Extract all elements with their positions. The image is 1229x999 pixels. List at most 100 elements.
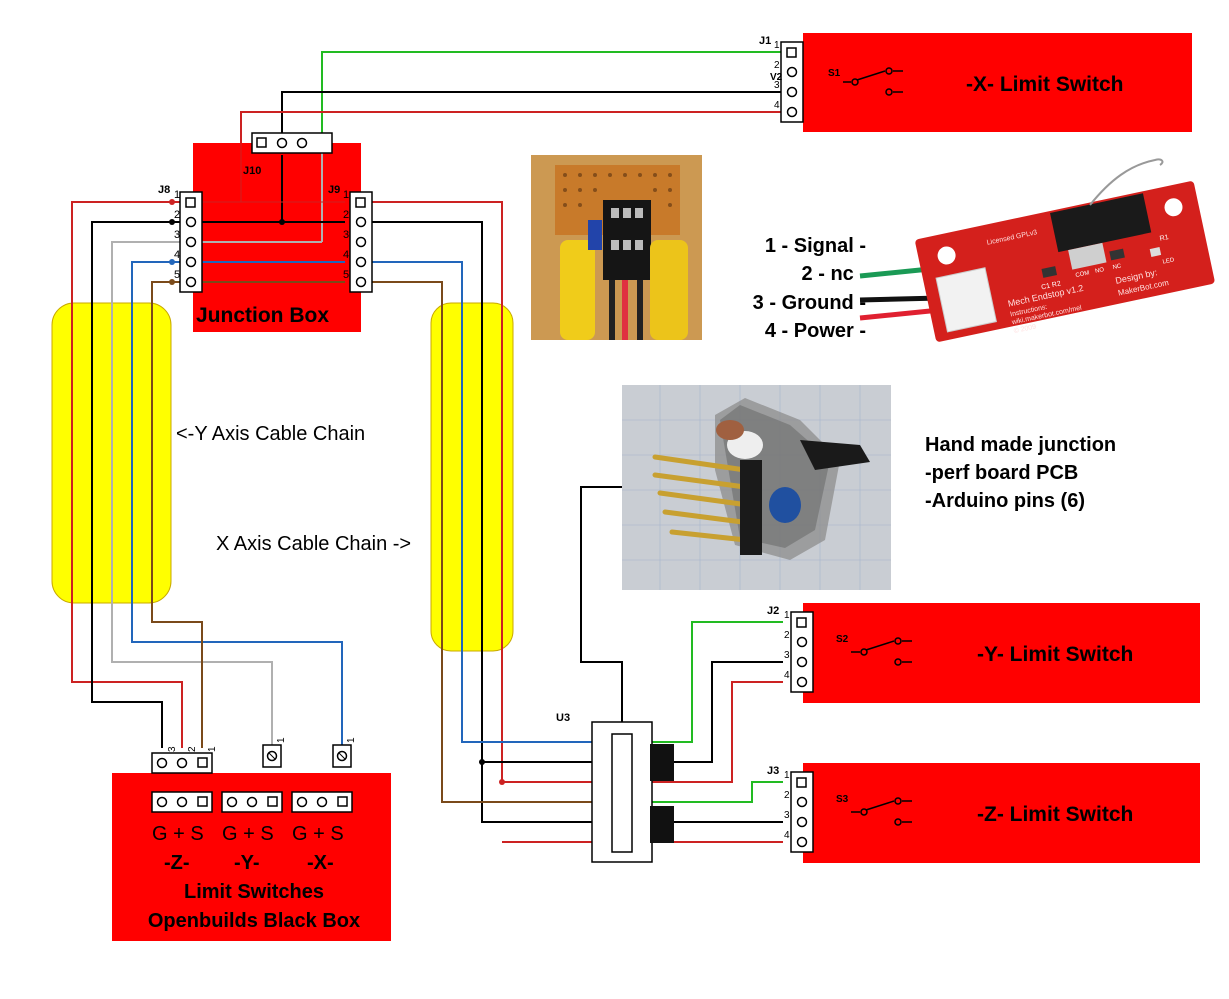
wire-u3-lead	[580, 486, 623, 737]
u3-heatshrink-top	[650, 744, 674, 781]
junction-box-title: Junction Box	[196, 304, 329, 327]
j9-label: J9	[328, 184, 340, 196]
j9-pin-5: 5	[343, 269, 349, 281]
j1-label: J1	[759, 35, 771, 47]
y-switch-board	[803, 603, 1200, 703]
endstop-board-photo: Licensed GPLv3 Mech Endstop v1.2 Design …	[859, 158, 1215, 342]
s1-label: S1	[828, 68, 841, 79]
pinout-nc: 2 - nc -	[802, 263, 866, 285]
j3-pin-2: 2	[784, 790, 790, 801]
j8-connector: J8 1 2 3 4 5	[158, 184, 203, 293]
bb-port-z	[151, 791, 213, 813]
j9-pin-2: 2	[343, 209, 349, 221]
j2-connector: J2 1 2 3 4	[767, 605, 814, 693]
handmade-junction-photo	[622, 385, 891, 590]
bb-axis-x: -X-	[307, 852, 334, 874]
junction-box	[193, 143, 361, 332]
bb-gs-z: G + S	[152, 823, 204, 845]
endstop-text-com: COM	[1075, 270, 1090, 279]
j3-connector: J3 1 2 3 4	[767, 765, 814, 853]
wire-x-black	[360, 221, 612, 823]
bb-axis-z: -Z-	[164, 852, 190, 874]
j2-label: J2	[767, 605, 779, 617]
x-switch-board	[803, 33, 1192, 132]
j1-pin-1: 1	[774, 40, 780, 51]
u3-heatshrink-bottom	[650, 806, 674, 843]
bb-port-x	[291, 791, 353, 813]
j1-pin-3: 3	[774, 80, 780, 91]
handmade-line3: -Arduino pins (6)	[925, 490, 1085, 512]
j3-pin-3: 3	[784, 810, 790, 821]
bb-stub-y: 1	[262, 737, 287, 768]
wire-j2-ground	[642, 661, 783, 763]
wire-j2-signal	[642, 621, 783, 743]
j8-pin-2: 2	[174, 209, 180, 221]
bb-port-y	[221, 791, 283, 813]
x-cable-chain	[430, 302, 514, 652]
wire-j3-signal	[642, 781, 783, 803]
j1-pin-2: 2	[774, 60, 780, 71]
j1-connector: J1 1 2 3 4 V2	[759, 35, 804, 123]
handmade-line2: -perf board PCB	[925, 462, 1078, 484]
j9-connector: J9 1 2 3 4 5	[328, 184, 373, 293]
j9-pin-3: 3	[343, 229, 349, 241]
j3-pin-4: 4	[784, 830, 790, 841]
j3-label: J3	[767, 765, 779, 777]
j10-connector: J10	[243, 132, 333, 177]
j1-pin-4: 4	[774, 100, 780, 111]
wires	[71, 51, 783, 843]
bb-input-header: 3 2 1	[151, 746, 218, 774]
j8-pin-3: 3	[174, 229, 180, 241]
z-switch-board	[803, 763, 1200, 863]
bb-gs-x: G + S	[292, 823, 344, 845]
bb-title-line1: Limit Switches	[184, 881, 324, 903]
endstop-text-nc: NC	[1112, 263, 1122, 271]
j2-pin-4: 4	[784, 670, 790, 681]
bb-stub-y-pin: 1	[276, 737, 287, 743]
bb-axis-y: -Y-	[234, 852, 260, 874]
y-chain-label: <-Y Axis Cable Chain	[176, 423, 365, 445]
bb-stub-x: 1	[332, 737, 357, 768]
wire-y-gray	[111, 241, 273, 745]
z-switch-title: -Z- Limit Switch	[977, 803, 1133, 826]
u3-label: U3	[556, 712, 570, 724]
wire-j1-power	[240, 111, 783, 143]
bb-header-pin-3: 3	[167, 746, 178, 752]
handmade-line1: Hand made junction	[925, 434, 1116, 456]
wire-y-red	[71, 201, 183, 748]
j10-label: J10	[243, 165, 261, 177]
j8-pin-1: 1	[174, 189, 180, 201]
endstop-text-r1: R1	[1159, 234, 1169, 243]
wire-x-brown	[360, 281, 612, 803]
wire-j1-ground	[281, 91, 783, 143]
bb-title-line2: Openbuilds Black Box	[148, 910, 360, 932]
u3-junction-symbol: U3	[556, 712, 674, 863]
x-chain-label: X Axis Cable Chain ->	[216, 533, 411, 555]
bb-header-pin-2: 2	[187, 746, 198, 752]
wire-y-brown	[151, 281, 203, 748]
s3-switch-symbol	[851, 797, 912, 826]
x-switch-title: -X- Limit Switch	[966, 73, 1124, 96]
perfboard-photo	[531, 155, 702, 340]
s2-switch-symbol	[851, 637, 912, 666]
y-switch-title: -Y- Limit Switch	[977, 643, 1133, 666]
j8-pin-5: 5	[174, 269, 180, 281]
wire-x-blue	[360, 261, 612, 743]
bb-gs-y: G + S	[222, 823, 274, 845]
endstop-text-led: LED	[1162, 257, 1175, 265]
pinout-power: 4 - Power -	[765, 320, 866, 342]
s3-label: S3	[836, 794, 849, 805]
wire-j1-signal	[321, 51, 783, 143]
j2-pin-2: 2	[784, 630, 790, 641]
j3-pin-1: 1	[784, 770, 790, 781]
s1-switch-symbol	[843, 67, 903, 96]
j2-pin-1: 1	[784, 610, 790, 621]
j2-pin-3: 3	[784, 650, 790, 661]
j8-pin-4: 4	[174, 249, 180, 261]
bb-stub-x-pin: 1	[346, 737, 357, 743]
wire-x-red	[360, 201, 612, 783]
j1-extra-label: V2	[770, 72, 783, 83]
pinout-ground: 3 - Ground -	[753, 292, 866, 314]
j8-label: J8	[158, 184, 170, 196]
